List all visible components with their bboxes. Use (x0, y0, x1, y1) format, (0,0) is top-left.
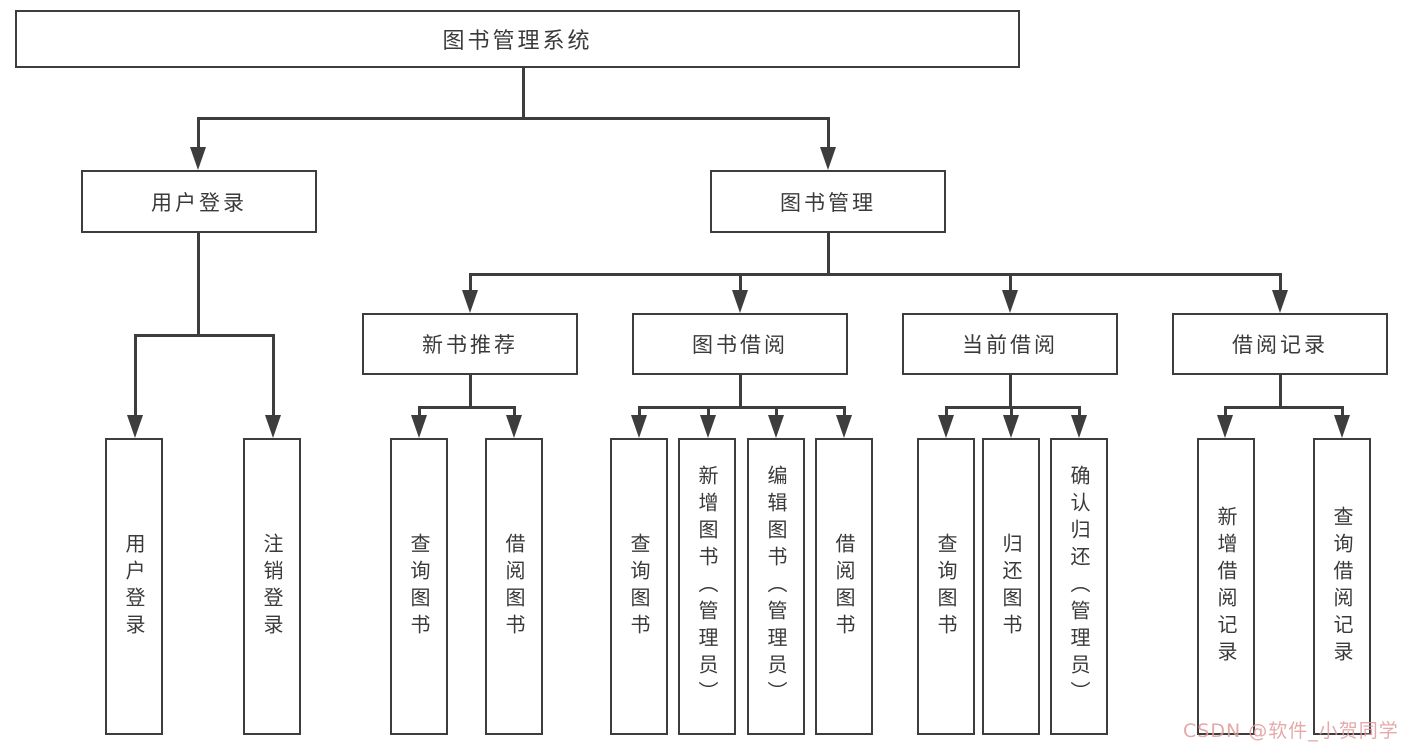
arrowhead-down-icon (836, 415, 852, 438)
arrowhead-down-icon (768, 415, 784, 438)
node-new-book-recommendation: 新书推荐 (362, 313, 578, 375)
connector-line (1008, 274, 1012, 294)
leaf-label: 查询图书 (627, 532, 651, 641)
connector-line (1077, 407, 1081, 420)
arrowhead-down-icon (1002, 290, 1018, 313)
leaf-query-borrow-record: 查询借阅记录 (1313, 438, 1371, 735)
connector-line (738, 375, 742, 407)
connector-line (637, 405, 846, 409)
leaf-borrow-books: 借阅图书 (815, 438, 873, 735)
leaf-label: 新增借阅记录 (1214, 505, 1238, 668)
node-book-borrowing: 图书借阅 (632, 313, 848, 375)
node-label: 当前借阅 (962, 333, 1058, 357)
leaf-borrow-books-recommend: 借阅图书 (485, 438, 543, 735)
arrowhead-down-icon (1217, 415, 1233, 438)
node-user-login: 用户登录 (81, 170, 317, 233)
connector-line (1223, 407, 1227, 420)
leaf-label: 用户登录 (122, 532, 146, 641)
leaf-label: 新增图书（管理员） (695, 465, 719, 708)
node-label: 新书推荐 (422, 333, 518, 357)
node-label: 借阅记录 (1232, 333, 1328, 357)
arrowhead-down-icon (700, 415, 716, 438)
arrowhead-down-icon (1272, 290, 1288, 313)
leaf-label: 编辑图书（管理员） (764, 465, 788, 708)
node-label: 图书借阅 (692, 333, 788, 357)
connector-line (826, 118, 830, 152)
connector-line (826, 233, 830, 274)
connector-line (417, 405, 516, 409)
arrowhead-down-icon (820, 147, 836, 170)
connector-line (1009, 407, 1013, 420)
arrowhead-down-icon (411, 415, 427, 438)
leaf-query-books-current: 查询图书 (917, 438, 975, 735)
leaf-add-books-admin: 新增图书（管理员） (678, 438, 736, 735)
arrowhead-down-icon (1334, 415, 1350, 438)
connector-line (1340, 407, 1344, 420)
leaf-label: 注销登录 (260, 532, 284, 641)
connector-line (133, 333, 275, 337)
connector-line (1223, 405, 1344, 409)
connector-line (196, 118, 200, 152)
connector-line (1278, 274, 1282, 294)
connector-line (271, 335, 275, 420)
connector-line (468, 274, 472, 294)
node-borrowing-records: 借阅记录 (1172, 313, 1388, 375)
arrowhead-down-icon (462, 290, 478, 313)
connector-line (196, 233, 200, 335)
connector-line (637, 407, 641, 420)
connector-line (468, 272, 1282, 276)
leaf-label: 确认归还（管理员） (1067, 465, 1091, 708)
arrowhead-down-icon (631, 415, 647, 438)
leaf-label: 归还图书 (999, 532, 1023, 641)
connector-line (706, 407, 710, 420)
leaf-query-books-recommend: 查询图书 (390, 438, 448, 735)
leaf-return-books: 归还图书 (982, 438, 1040, 735)
node-label: 用户登录 (151, 190, 247, 215)
connector-line (944, 407, 948, 420)
leaf-label: 借阅图书 (832, 532, 856, 641)
node-label: 图书管理系统 (442, 29, 593, 54)
connector-line (842, 407, 846, 420)
leaf-logout: 注销登录 (243, 438, 301, 735)
connector-line (512, 407, 516, 420)
arrowhead-down-icon (506, 415, 522, 438)
arrowhead-down-icon (127, 415, 143, 438)
connector-line (133, 335, 137, 420)
connector-line (774, 407, 778, 420)
csdn-watermark: CSDN @软件_小贺同学 (1183, 720, 1399, 742)
connector-line (417, 407, 421, 420)
leaf-user-login: 用户登录 (105, 438, 163, 735)
connector-line (738, 274, 742, 294)
node-library-management-system: 图书管理系统 (15, 10, 1020, 68)
arrowhead-down-icon (938, 415, 954, 438)
arrowhead-down-icon (265, 415, 281, 438)
leaf-label: 查询借阅记录 (1330, 505, 1354, 668)
connector-line (1008, 375, 1012, 407)
leaf-label: 借阅图书 (502, 532, 526, 641)
leaf-query-books-borrow: 查询图书 (610, 438, 668, 735)
node-current-borrowing: 当前借阅 (902, 313, 1118, 375)
leaf-confirm-return-admin: 确认归还（管理员） (1050, 438, 1108, 735)
connector-line (521, 68, 525, 118)
arrowhead-down-icon (732, 290, 748, 313)
leaf-label: 查询图书 (407, 532, 431, 641)
node-book-management: 图书管理 (710, 170, 946, 233)
leaf-edit-books-admin: 编辑图书（管理员） (747, 438, 805, 735)
connector-line (468, 375, 472, 407)
leaf-label: 查询图书 (934, 532, 958, 641)
arrowhead-down-icon (190, 147, 206, 170)
connector-line (944, 405, 1081, 409)
connector-line (1278, 375, 1282, 407)
arrowhead-down-icon (1071, 415, 1087, 438)
arrowhead-down-icon (1003, 415, 1019, 438)
connector-line (196, 116, 830, 120)
leaf-add-borrow-record: 新增借阅记录 (1197, 438, 1255, 735)
node-label: 图书管理 (780, 190, 876, 215)
